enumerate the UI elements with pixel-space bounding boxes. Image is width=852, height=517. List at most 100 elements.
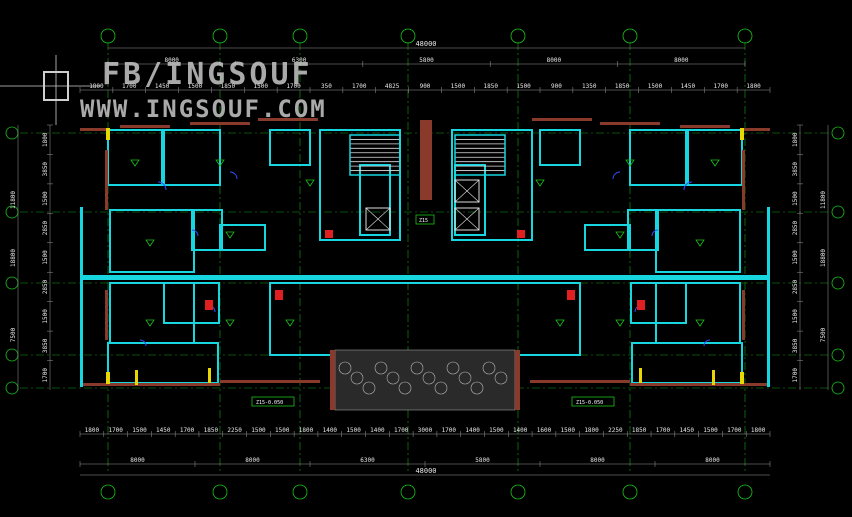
dimension-label: 2850 <box>792 220 799 235</box>
dimension-label: 1800 <box>584 427 599 434</box>
dimension-label: 1500 <box>346 427 361 434</box>
wall-segment <box>135 370 138 385</box>
stair-outline <box>454 134 506 176</box>
elevator-diagonal <box>454 207 480 231</box>
dimension-label: 1400 <box>370 427 385 434</box>
wall-segment <box>105 290 108 340</box>
grid-axis-bubble-icon <box>831 126 845 140</box>
lobby-pattern <box>482 361 496 375</box>
wall-segment <box>80 128 110 131</box>
room-outline <box>359 164 391 236</box>
lobby-pattern <box>434 381 448 395</box>
elevator-icon <box>454 179 480 203</box>
dimension-label: 1500 <box>703 427 718 434</box>
dimension-label: 8000 <box>590 457 605 464</box>
grid-axis-bubble-icon <box>510 28 526 44</box>
stair-icon <box>454 134 506 176</box>
wall-segment <box>105 150 108 210</box>
door-swing-icon <box>703 339 711 347</box>
wall-segment <box>630 383 770 386</box>
grid-axis-bubble-icon <box>622 484 638 500</box>
lobby-column <box>515 350 520 410</box>
elevator-icon <box>454 207 480 231</box>
dimension-label: 1350 <box>582 83 597 90</box>
dimension-label: 2850 <box>792 279 799 294</box>
lobby-pattern <box>410 361 424 375</box>
elevation-tags: Z15-0.050 Z15-0.050 Z15 <box>251 214 615 407</box>
lobby-pattern <box>338 361 352 375</box>
dimension-label: 1400 <box>465 427 480 434</box>
dimension-label: 1450 <box>155 83 170 90</box>
dimension-label: 1700 <box>108 427 123 434</box>
elevator-diagonal <box>365 207 391 231</box>
room-outline <box>584 224 631 251</box>
elev-tag-right: Z15-0.050 <box>576 400 603 406</box>
room-marker-icon <box>695 319 705 327</box>
room-outline <box>629 129 689 186</box>
wall-segment <box>120 125 170 128</box>
dimension-label: 2850 <box>42 220 49 235</box>
grid-axis-bubble-icon <box>510 484 526 500</box>
room-marker-icon <box>225 319 235 327</box>
wall-segment <box>80 207 83 387</box>
room-outline <box>107 129 165 186</box>
dimension-label: 8000 <box>547 57 562 64</box>
dimension-label: 1800 <box>42 132 49 147</box>
grid-axis-bubble-icon <box>212 484 228 500</box>
dimension-label: 1800 <box>751 427 766 434</box>
dimension-label: 3850 <box>792 162 799 177</box>
dimension-label: 1500 <box>792 250 799 265</box>
watermark-line2: WWW.INGSOUF.COM <box>80 95 327 123</box>
room-marker-icon <box>305 179 315 187</box>
fixture-red <box>205 300 213 310</box>
dimension-label: 1700 <box>713 83 728 90</box>
grid-axis-bubble-icon <box>400 484 416 500</box>
dimension-label: 1850 <box>221 83 236 90</box>
dimension-label: 2250 <box>608 427 623 434</box>
dimension-label: 1700 <box>352 83 367 90</box>
room-marker-icon <box>225 231 235 239</box>
elevator-box <box>454 179 480 203</box>
grid-axis-bubble-icon <box>622 28 638 44</box>
lobby-pattern <box>374 361 388 375</box>
door-swing-icon <box>157 181 167 191</box>
dimension-label: 1500 <box>251 427 266 434</box>
dimension-label: 3000 <box>418 427 433 434</box>
room-outline <box>269 282 581 356</box>
dimension-label: 1800 <box>299 427 314 434</box>
wall-segment <box>680 125 730 128</box>
wall-segment <box>740 128 744 140</box>
dimension-label: 1450 <box>679 427 694 434</box>
dimension-label: 8000 <box>130 457 145 464</box>
dimension-label: 1500 <box>42 191 49 206</box>
dimension-label: 1500 <box>648 83 663 90</box>
dimension-label: 8000 <box>245 457 260 464</box>
dimension-total-label: 18800 <box>820 249 827 267</box>
dimension-label: 1500 <box>188 83 203 90</box>
dimension-label: 8000 <box>164 57 179 64</box>
dimension-label: 3850 <box>792 338 799 353</box>
wall-segment <box>190 122 250 125</box>
fixture-red <box>517 230 525 238</box>
grid-axis-bubble-icon <box>212 28 228 44</box>
dimension-label: 1400 <box>323 427 338 434</box>
dimension-label: 1700 <box>442 427 457 434</box>
dimension-label: 8000 <box>705 457 720 464</box>
dimension-label: 1700 <box>42 368 49 383</box>
room-outline <box>655 282 741 344</box>
fixture-red <box>637 300 645 310</box>
room-outline <box>191 209 223 251</box>
dimension-label: 1700 <box>122 83 137 90</box>
dimension-label: 1400 <box>513 427 528 434</box>
grid-axis-bubble-icon <box>292 484 308 500</box>
room-marker-icon <box>145 319 155 327</box>
room-outline <box>539 129 581 166</box>
door-swing-icon <box>139 339 147 347</box>
room-outline <box>627 209 659 251</box>
room-outline <box>269 129 311 166</box>
dimension-label: 1800 <box>746 83 761 90</box>
dimension-label: 1500 <box>132 427 147 434</box>
dimension-label: 1500 <box>451 83 466 90</box>
wall-segment <box>220 380 320 383</box>
